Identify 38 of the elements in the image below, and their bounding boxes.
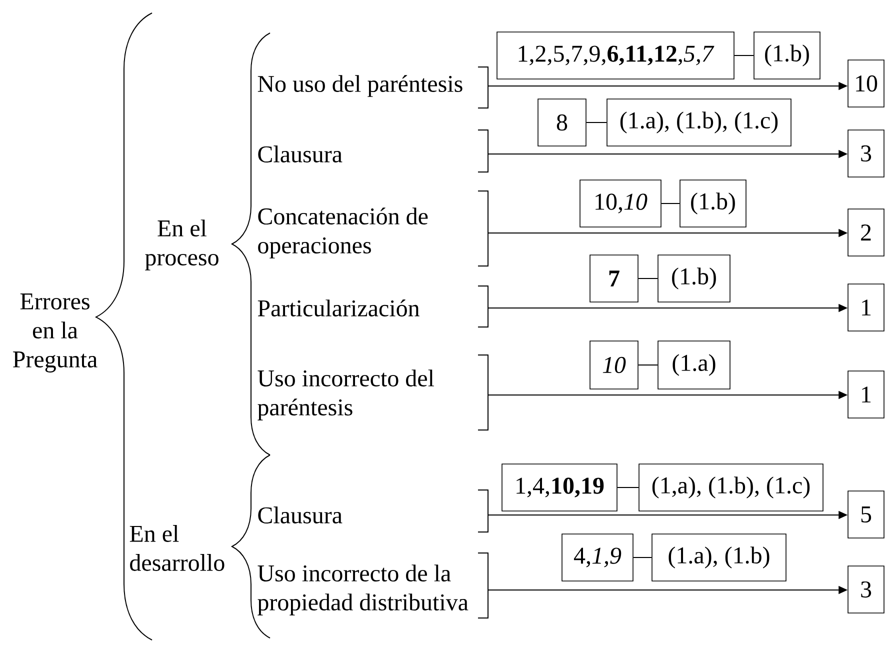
text-box: (1.b): [680, 180, 746, 228]
text-box: (1.a), (1.b): [652, 534, 786, 582]
count-box: 2: [848, 208, 884, 256]
text-box: 1,4,10,19: [502, 464, 618, 512]
tree-label: En el proceso: [145, 220, 218, 270]
connector: [734, 55, 754, 56]
text-box: 10,10: [580, 180, 662, 228]
connector: [616, 487, 640, 488]
connector: [638, 364, 658, 366]
category-label: No uso del paréntesis: [258, 75, 462, 97]
category-label: Clausura: [258, 146, 342, 162]
category-label: Clausura: [258, 506, 342, 524]
connector: [632, 557, 652, 558]
connector: [586, 122, 608, 123]
count-box: 1: [848, 370, 884, 418]
category-label: Uso incorrecto del paréntesis: [258, 370, 434, 420]
text-box: (1.a), (1.b), (1.c): [606, 98, 792, 146]
text-box: 10: [590, 340, 638, 390]
text-box: 1,2,5,7,9,6,11,12,5,7: [496, 32, 734, 80]
text-box: 8: [538, 98, 586, 146]
text-box: (1.a): [658, 340, 730, 390]
connector: [638, 278, 658, 279]
text-box: 7: [590, 254, 638, 302]
text-box: 4,1,9: [562, 534, 634, 582]
count-box: 5: [848, 490, 884, 538]
category-label: Uso incorrecto de la propiedad distributiva: [258, 564, 468, 616]
text-box: (1,a), (1.b), (1.c): [638, 464, 824, 512]
count-box: 3: [848, 130, 884, 178]
count-box: 3: [848, 566, 884, 614]
text-box: (1.b): [754, 32, 820, 80]
count-box: 1: [848, 284, 884, 332]
text-box: (1.b): [658, 254, 730, 302]
category-label: Particularización: [258, 300, 420, 316]
category-label: Concatenación de operaciones: [258, 208, 428, 258]
tree-label: En el desarrollo: [130, 525, 224, 571]
count-box: 10: [848, 60, 884, 108]
connector: [660, 203, 680, 204]
tree-label: Errores en la Pregunta: [13, 294, 98, 372]
